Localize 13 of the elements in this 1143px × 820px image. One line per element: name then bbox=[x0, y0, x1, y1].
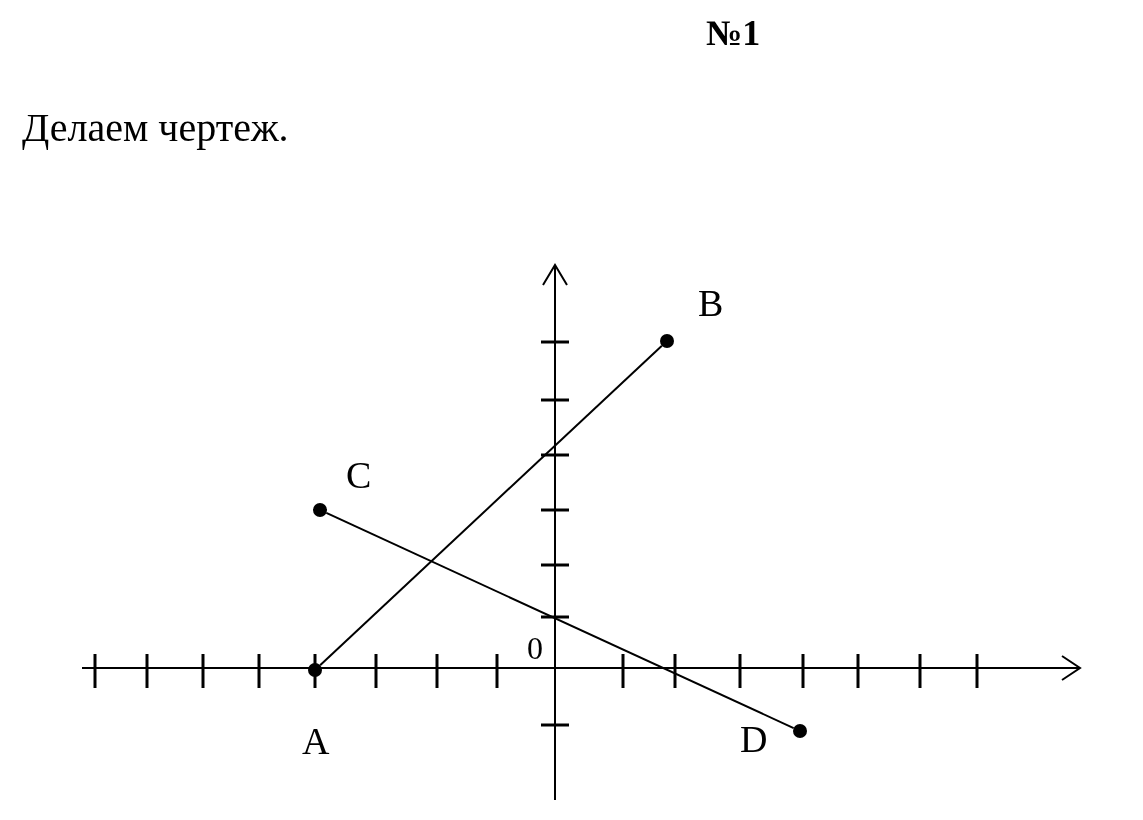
title: №1 bbox=[706, 12, 761, 54]
point-label: D bbox=[740, 720, 768, 758]
point-dot bbox=[313, 503, 327, 517]
point-dot bbox=[308, 663, 322, 677]
line-segment bbox=[325, 511, 795, 730]
point-label: A bbox=[302, 722, 330, 760]
line-segment bbox=[319, 344, 663, 667]
point-label: C bbox=[346, 456, 372, 494]
origin-label: 0 bbox=[527, 630, 543, 667]
point-dot bbox=[793, 724, 807, 738]
point-dot bbox=[660, 334, 674, 348]
point-label: B bbox=[698, 284, 724, 322]
instruction-text: Делаем чертеж. bbox=[22, 104, 289, 151]
